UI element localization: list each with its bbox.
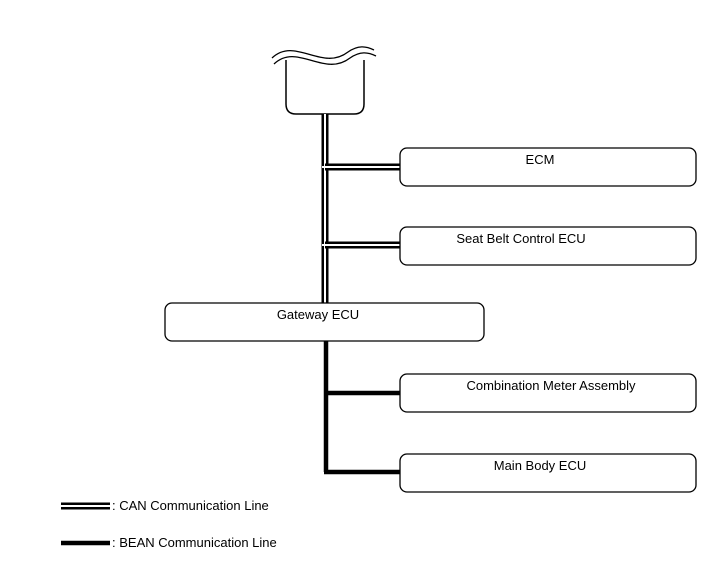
combination-meter-assembly-node: Combination Meter Assembly [399, 373, 697, 413]
bean-bus-lines [323, 341, 401, 475]
gateway-ecu-label: Gateway ECU [277, 307, 359, 322]
seat-belt-control-ecu-label: Seat Belt Control ECU [456, 231, 585, 246]
legend: : CAN Communication Line : BEAN Communic… [61, 498, 277, 550]
combination-meter-assembly-label: Combination Meter Assembly [466, 378, 636, 393]
legend-bean-label: : BEAN Communication Line [112, 535, 277, 550]
seat-belt-control-ecu-node: Seat Belt Control ECU [399, 226, 697, 266]
main-body-ecu-node: Main Body ECU [399, 453, 697, 493]
can-bus-lines [321, 114, 401, 303]
ecm-node: ECM [399, 147, 697, 187]
legend-bean-entry: : BEAN Communication Line [61, 535, 277, 550]
wavy-cut-connector-icon [271, 46, 377, 115]
legend-can-entry: : CAN Communication Line [61, 498, 269, 513]
ecm-label: ECM [526, 152, 555, 167]
gateway-ecu-node: Gateway ECU [164, 302, 485, 342]
legend-can-label: : CAN Communication Line [112, 498, 269, 513]
main-body-ecu-label: Main Body ECU [494, 458, 586, 473]
